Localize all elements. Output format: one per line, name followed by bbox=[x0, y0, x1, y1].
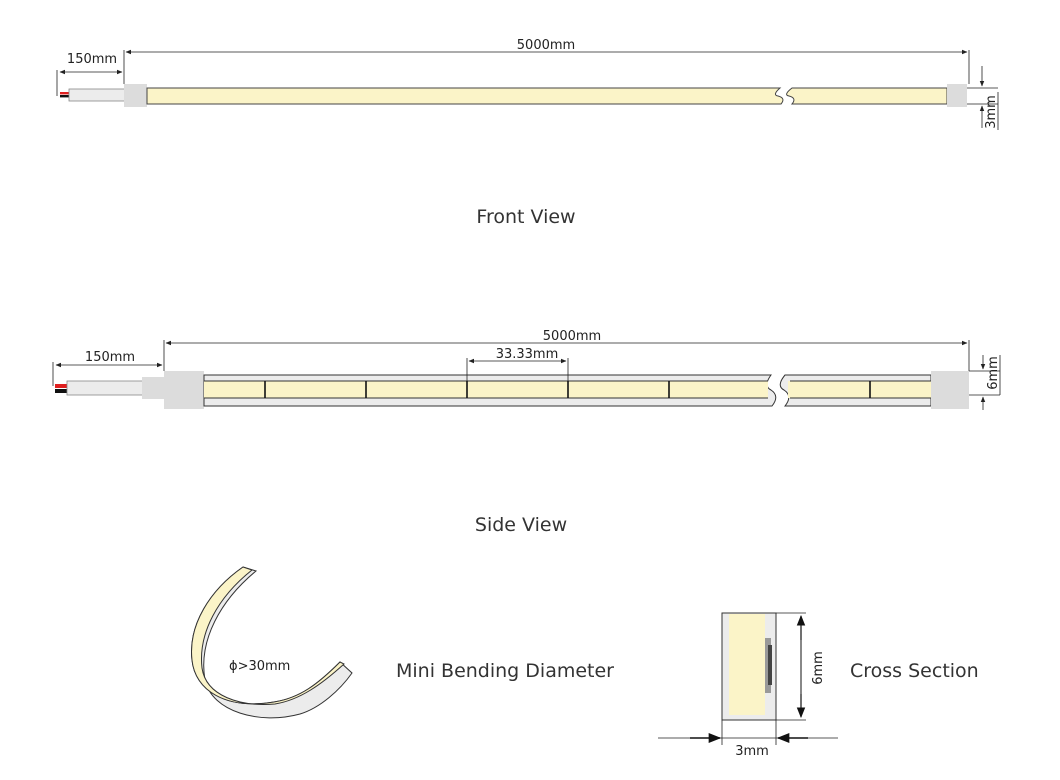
cross-section-diagram: 6mm 3mm Cross Section bbox=[658, 612, 979, 759]
front-lead-dimension: 150mm bbox=[56, 50, 125, 96]
side-lead-length-label: 150mm bbox=[85, 350, 135, 365]
cross-section-led-face bbox=[729, 614, 765, 715]
side-cut-marks bbox=[264, 381, 871, 398]
front-view-caption: Front View bbox=[476, 206, 575, 228]
cross-section-width-label: 3mm bbox=[735, 744, 769, 759]
front-lead-length-label: 150mm bbox=[67, 52, 117, 67]
side-left-end-cap bbox=[164, 371, 204, 409]
front-wire-leads bbox=[60, 88, 127, 102]
side-height-dimension: 6mm bbox=[969, 355, 1001, 410]
front-strip-body-left bbox=[146, 87, 784, 105]
cross-section-height-label: 6mm bbox=[811, 651, 826, 685]
side-cut-unit-label: 33.33mm bbox=[496, 347, 559, 362]
side-cut-unit-dimension: 33.33mm bbox=[466, 347, 569, 381]
side-height-label: 6mm bbox=[986, 356, 1001, 390]
cross-section-height-dimension: 6mm bbox=[776, 612, 826, 721]
front-right-end-cap bbox=[947, 84, 967, 107]
front-view: 150mm 5000mm 3mm Front View bbox=[56, 38, 999, 228]
bent-strip-led-face bbox=[191, 566, 345, 705]
front-total-dimension: 5000mm bbox=[125, 38, 970, 84]
cross-section-width-dimension: 3mm bbox=[658, 720, 838, 759]
front-height-label: 3mm bbox=[984, 95, 999, 129]
bending-diameter-label: ϕ>30mm bbox=[229, 659, 290, 674]
side-led-band-left bbox=[204, 381, 768, 398]
side-led-band-right bbox=[788, 381, 931, 398]
front-height-dimension: 3mm bbox=[967, 66, 999, 130]
bending-diagram: ϕ>30mm Mini Bending Diameter bbox=[191, 566, 614, 719]
side-total-dimension: 5000mm bbox=[163, 329, 970, 371]
cross-section-caption: Cross Section bbox=[850, 660, 979, 682]
side-view: 150mm 5000mm 33.33mm 6mm Side View bbox=[52, 329, 1001, 536]
side-right-end-cap bbox=[931, 371, 969, 409]
side-lead-dimension: 150mm bbox=[52, 350, 163, 386]
bending-caption: Mini Bending Diameter bbox=[396, 660, 614, 682]
front-total-length-label: 5000mm bbox=[517, 38, 575, 53]
side-wire-leads bbox=[55, 377, 164, 399]
front-left-end-cap bbox=[124, 84, 147, 107]
side-view-caption: Side View bbox=[475, 514, 567, 536]
cross-section-chip bbox=[768, 645, 772, 685]
front-strip-body-right bbox=[786, 87, 948, 105]
side-total-length-label: 5000mm bbox=[543, 329, 601, 344]
